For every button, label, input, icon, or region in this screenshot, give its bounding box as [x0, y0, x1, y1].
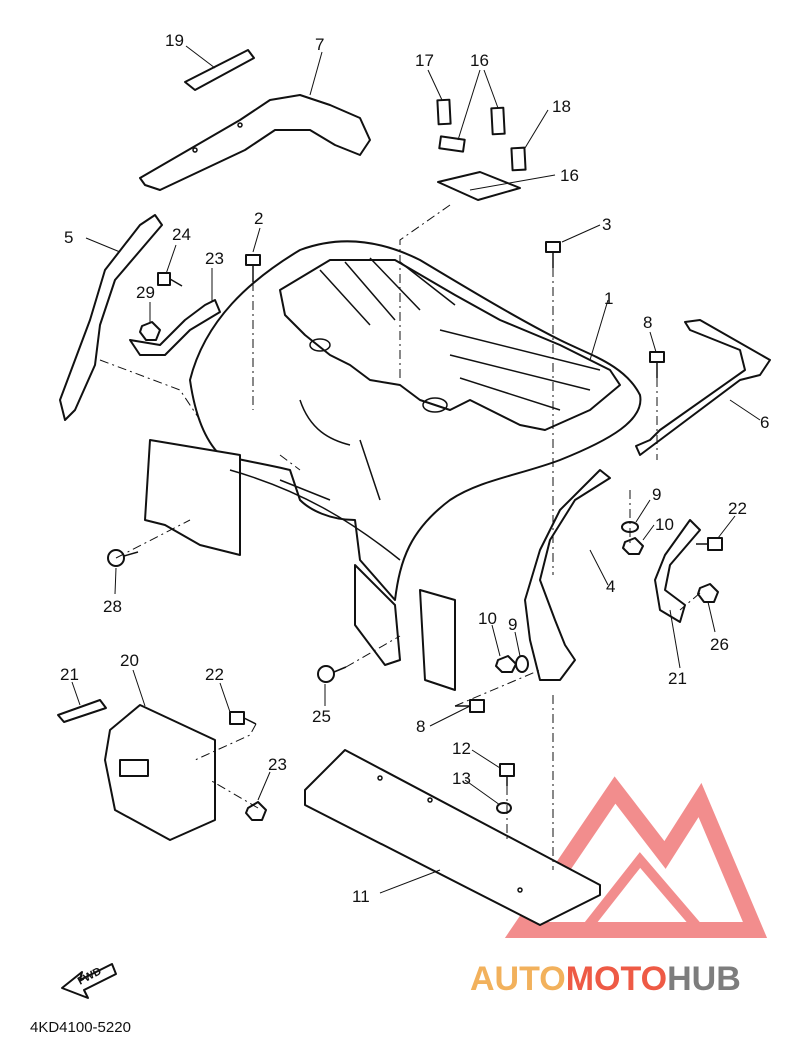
watermark-logo [504, 776, 768, 938]
bolt-28 [107, 549, 139, 567]
callout-20: 22 [205, 665, 224, 684]
bolt-20 [229, 711, 257, 725]
callout-3: 3 [602, 215, 611, 234]
side-flap-4 [524, 469, 611, 681]
bolt-2 [245, 254, 261, 282]
callout-11: 11 [352, 887, 370, 906]
callout-2: 2 [254, 209, 263, 228]
bolt-24 [317, 665, 347, 683]
stay-22 [654, 519, 701, 623]
callout-19: 21 [60, 665, 79, 684]
callout-5: 5 [64, 228, 73, 247]
callout-4: 4 [606, 577, 615, 596]
callout-7: 7 [315, 35, 324, 54]
callout-27: 24 [172, 225, 191, 244]
bolt-8a [649, 351, 665, 378]
carrier-bar-6 [635, 319, 771, 456]
callout-29: 29 [136, 283, 155, 302]
callout-1: 1 [604, 289, 613, 308]
diagram-code: 4KD4100-5220 [30, 1019, 131, 1036]
callout-18: 20 [120, 651, 139, 670]
pads-group [436, 98, 527, 201]
callout-8a: 8 [643, 313, 652, 332]
callout-26: 23 [205, 249, 224, 268]
bolt-23 [696, 537, 723, 551]
wm-auto: AUTO [470, 960, 566, 998]
bolt-3 [545, 241, 561, 268]
svg-text:AUTOMOTOHUB: AUTOMOTOHUB [470, 960, 741, 998]
callout-9b: 9 [508, 615, 517, 634]
assembly-lines [99, 204, 701, 870]
bolt-27 [157, 272, 183, 287]
callout-17: 19 [165, 31, 184, 50]
watermark-text: AUTOMOTOHUB [470, 960, 741, 998]
fwd-arrow-icon: FWD [61, 963, 117, 999]
callout-16b: 18 [552, 97, 571, 116]
callout-8b: 8 [416, 717, 425, 736]
callout-15: 16 [470, 51, 489, 70]
callout-21: 23 [268, 755, 287, 774]
bolt-12 [499, 763, 515, 786]
callout-10a: 10 [655, 515, 674, 534]
nut-10a [622, 537, 644, 555]
callout-9a: 9 [652, 485, 661, 504]
callout-28: 28 [103, 597, 122, 616]
side-flap-5 [59, 214, 163, 421]
callout-25: 26 [710, 635, 729, 654]
callout-12: 12 [452, 739, 471, 758]
callout-13: 13 [452, 769, 471, 788]
wm-moto: MOTO [566, 960, 667, 998]
bracket-19 [57, 699, 107, 723]
strap-17 [184, 49, 255, 91]
carrier-bar-7 [139, 94, 371, 191]
stay-26 [129, 299, 221, 356]
tool-box-18 [104, 704, 216, 841]
callout-24: 25 [312, 707, 331, 726]
callout-labels: 19 7 17 16 18 16 5 24 23 29 2 3 1 8 6 9 … [60, 31, 769, 906]
nut-10b [495, 655, 517, 673]
washer-9b [515, 655, 529, 673]
callout-16a: 17 [415, 51, 434, 70]
nut-21 [245, 801, 267, 821]
callout-23: 22 [728, 499, 747, 518]
lower-plate-11 [304, 749, 601, 926]
leader-lines [71, 45, 761, 894]
callout-22: 21 [668, 669, 687, 688]
callout-14: 16 [560, 166, 579, 185]
wm-hub: HUB [667, 960, 741, 998]
nut-29 [139, 321, 161, 341]
fasteners [107, 241, 723, 821]
rear-fender-part [144, 240, 642, 691]
callout-6: 6 [760, 413, 769, 432]
nut-25 [697, 583, 719, 603]
callout-10b: 10 [478, 609, 497, 628]
